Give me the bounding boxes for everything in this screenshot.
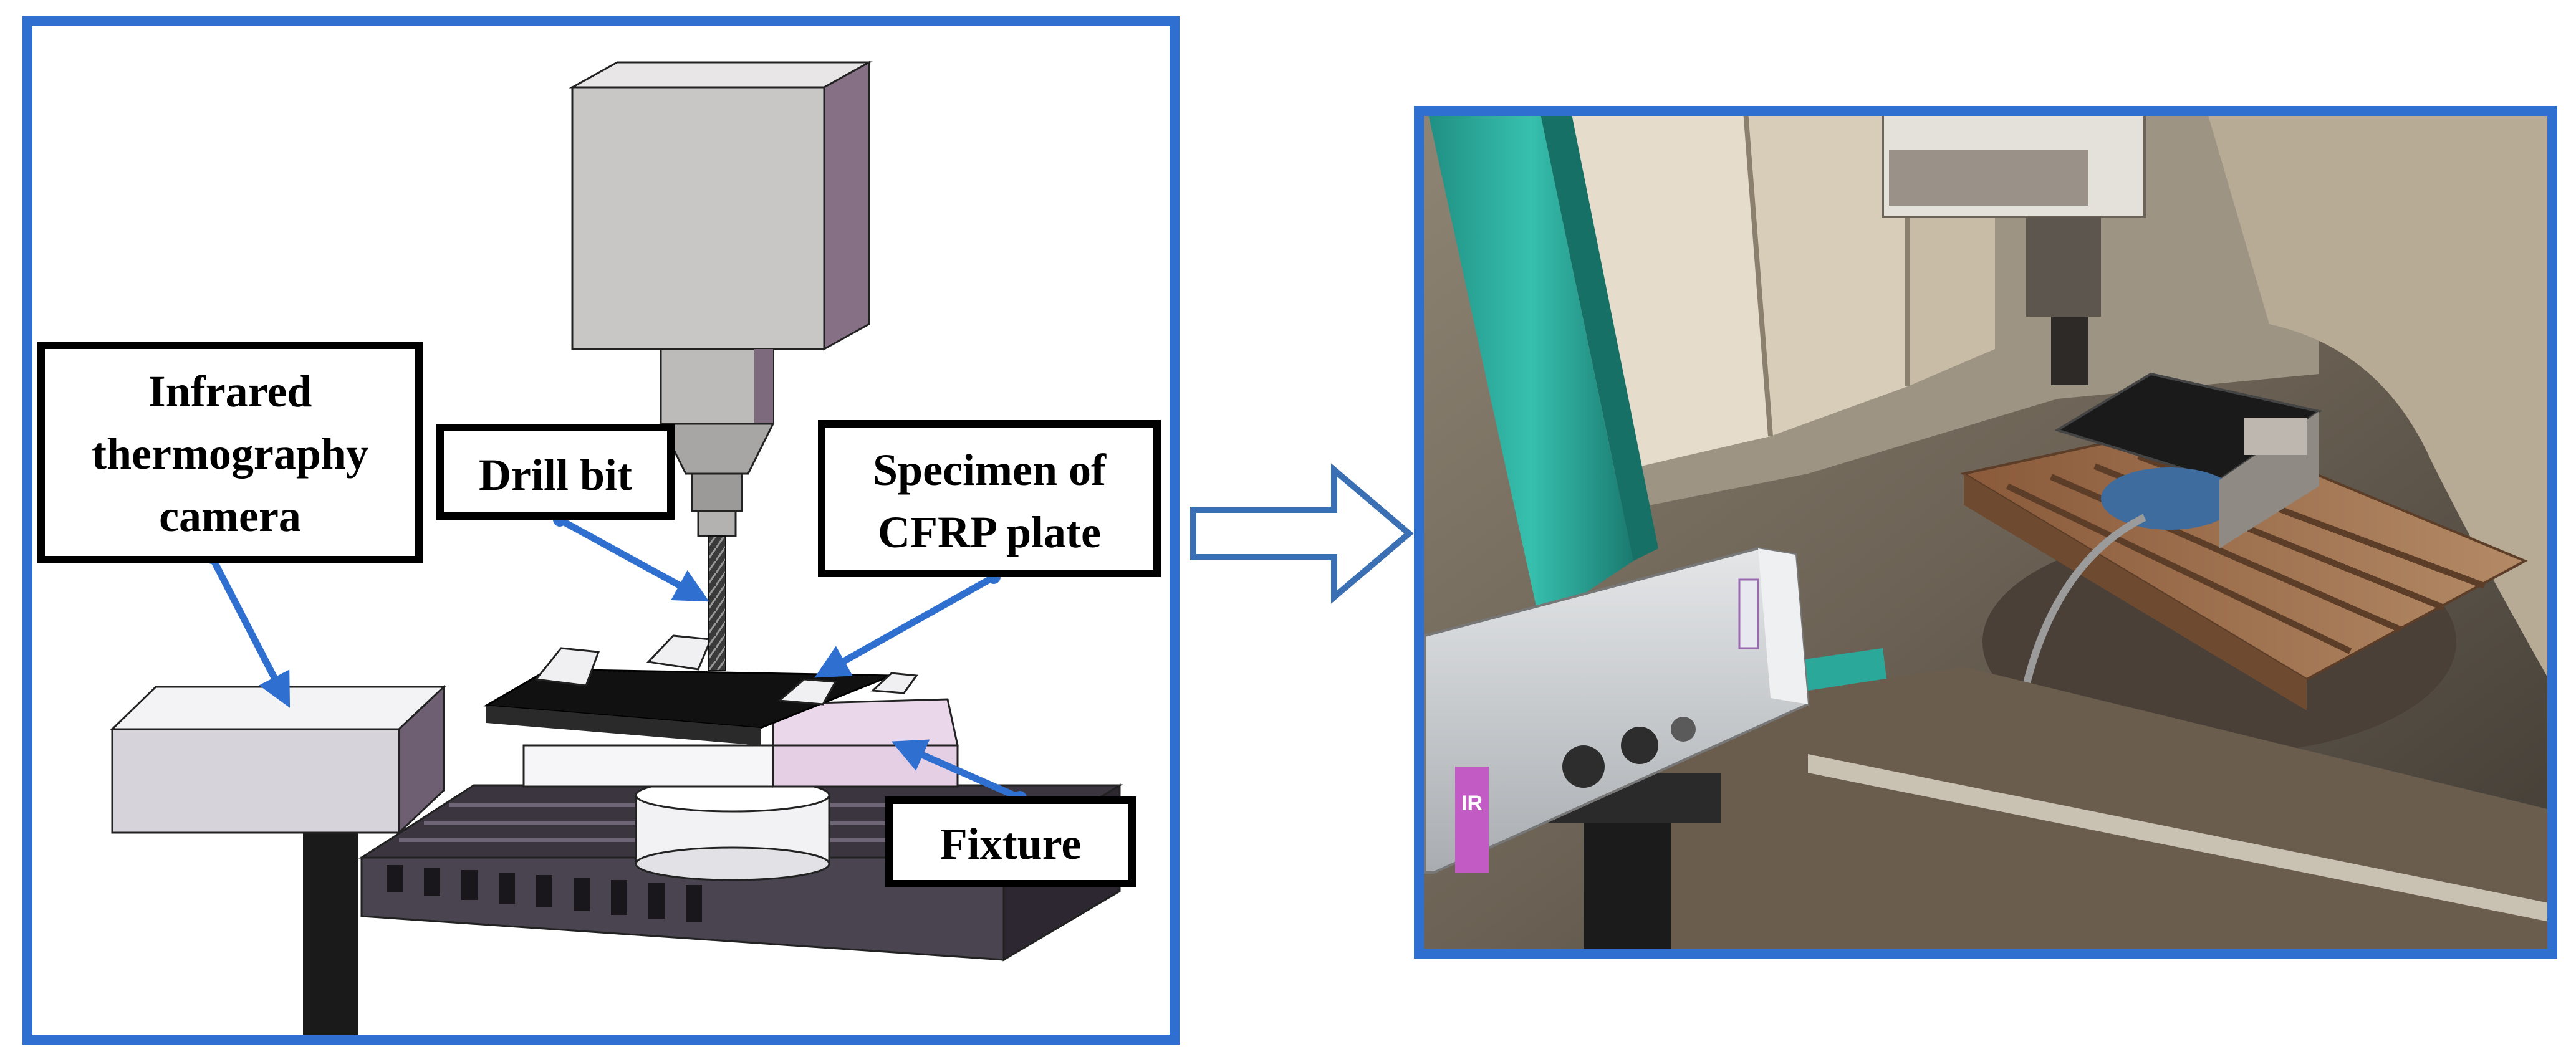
camera-label-line-1: Infrared	[148, 366, 312, 416]
ir-camera-photo: IR	[1424, 547, 1810, 874]
specimen-label-line-2: CFRP plate	[878, 507, 1101, 557]
clamps	[534, 634, 918, 706]
leader-arrows	[209, 517, 1022, 801]
right-panel-frame	[1414, 106, 2557, 959]
left-schematic-panel: Infrared thermography camera Drill bit S…	[22, 16, 1180, 1045]
ir-sticker	[1455, 767, 1489, 873]
ir-tag-text: IR	[1461, 792, 1483, 815]
spindle-head-model	[569, 60, 873, 537]
fixture-photo	[2054, 372, 2322, 548]
drill-bit-model	[708, 535, 726, 671]
drill-leader-arrow	[558, 517, 709, 602]
teal-guard-column	[1428, 111, 1633, 623]
dynamometer-cylinder	[635, 778, 830, 881]
specimen-leader-arrow	[814, 574, 996, 678]
right-photo-panel: IR	[1414, 106, 2557, 959]
fixture-leader-arrow	[891, 739, 1022, 801]
camera-stand	[299, 800, 362, 1035]
rotary-table-photo	[1960, 422, 2528, 754]
machine-housing	[2207, 111, 2552, 686]
flow-arrow	[1190, 463, 1414, 604]
camera-label-line-3: camera	[159, 491, 301, 541]
camera-label-line-2: thermography	[92, 429, 368, 479]
fixture-label-box: Fixture	[885, 796, 1136, 887]
camera-label-box: Infrared thermography camera	[37, 342, 423, 563]
camera-leader-arrow	[209, 555, 291, 708]
fixture-label: Fixture	[940, 819, 1082, 869]
specimen-label-line-1: Specimen of	[873, 445, 1107, 495]
infrared-camera-model	[110, 684, 446, 835]
specimen-label-box: Specimen of CFRP plate	[818, 420, 1161, 577]
spindle-photo	[1882, 110, 2146, 385]
fixture-model	[522, 698, 959, 788]
drill-bit-label-box: Drill bit	[436, 424, 675, 520]
drill-bit-label: Drill bit	[479, 450, 632, 500]
